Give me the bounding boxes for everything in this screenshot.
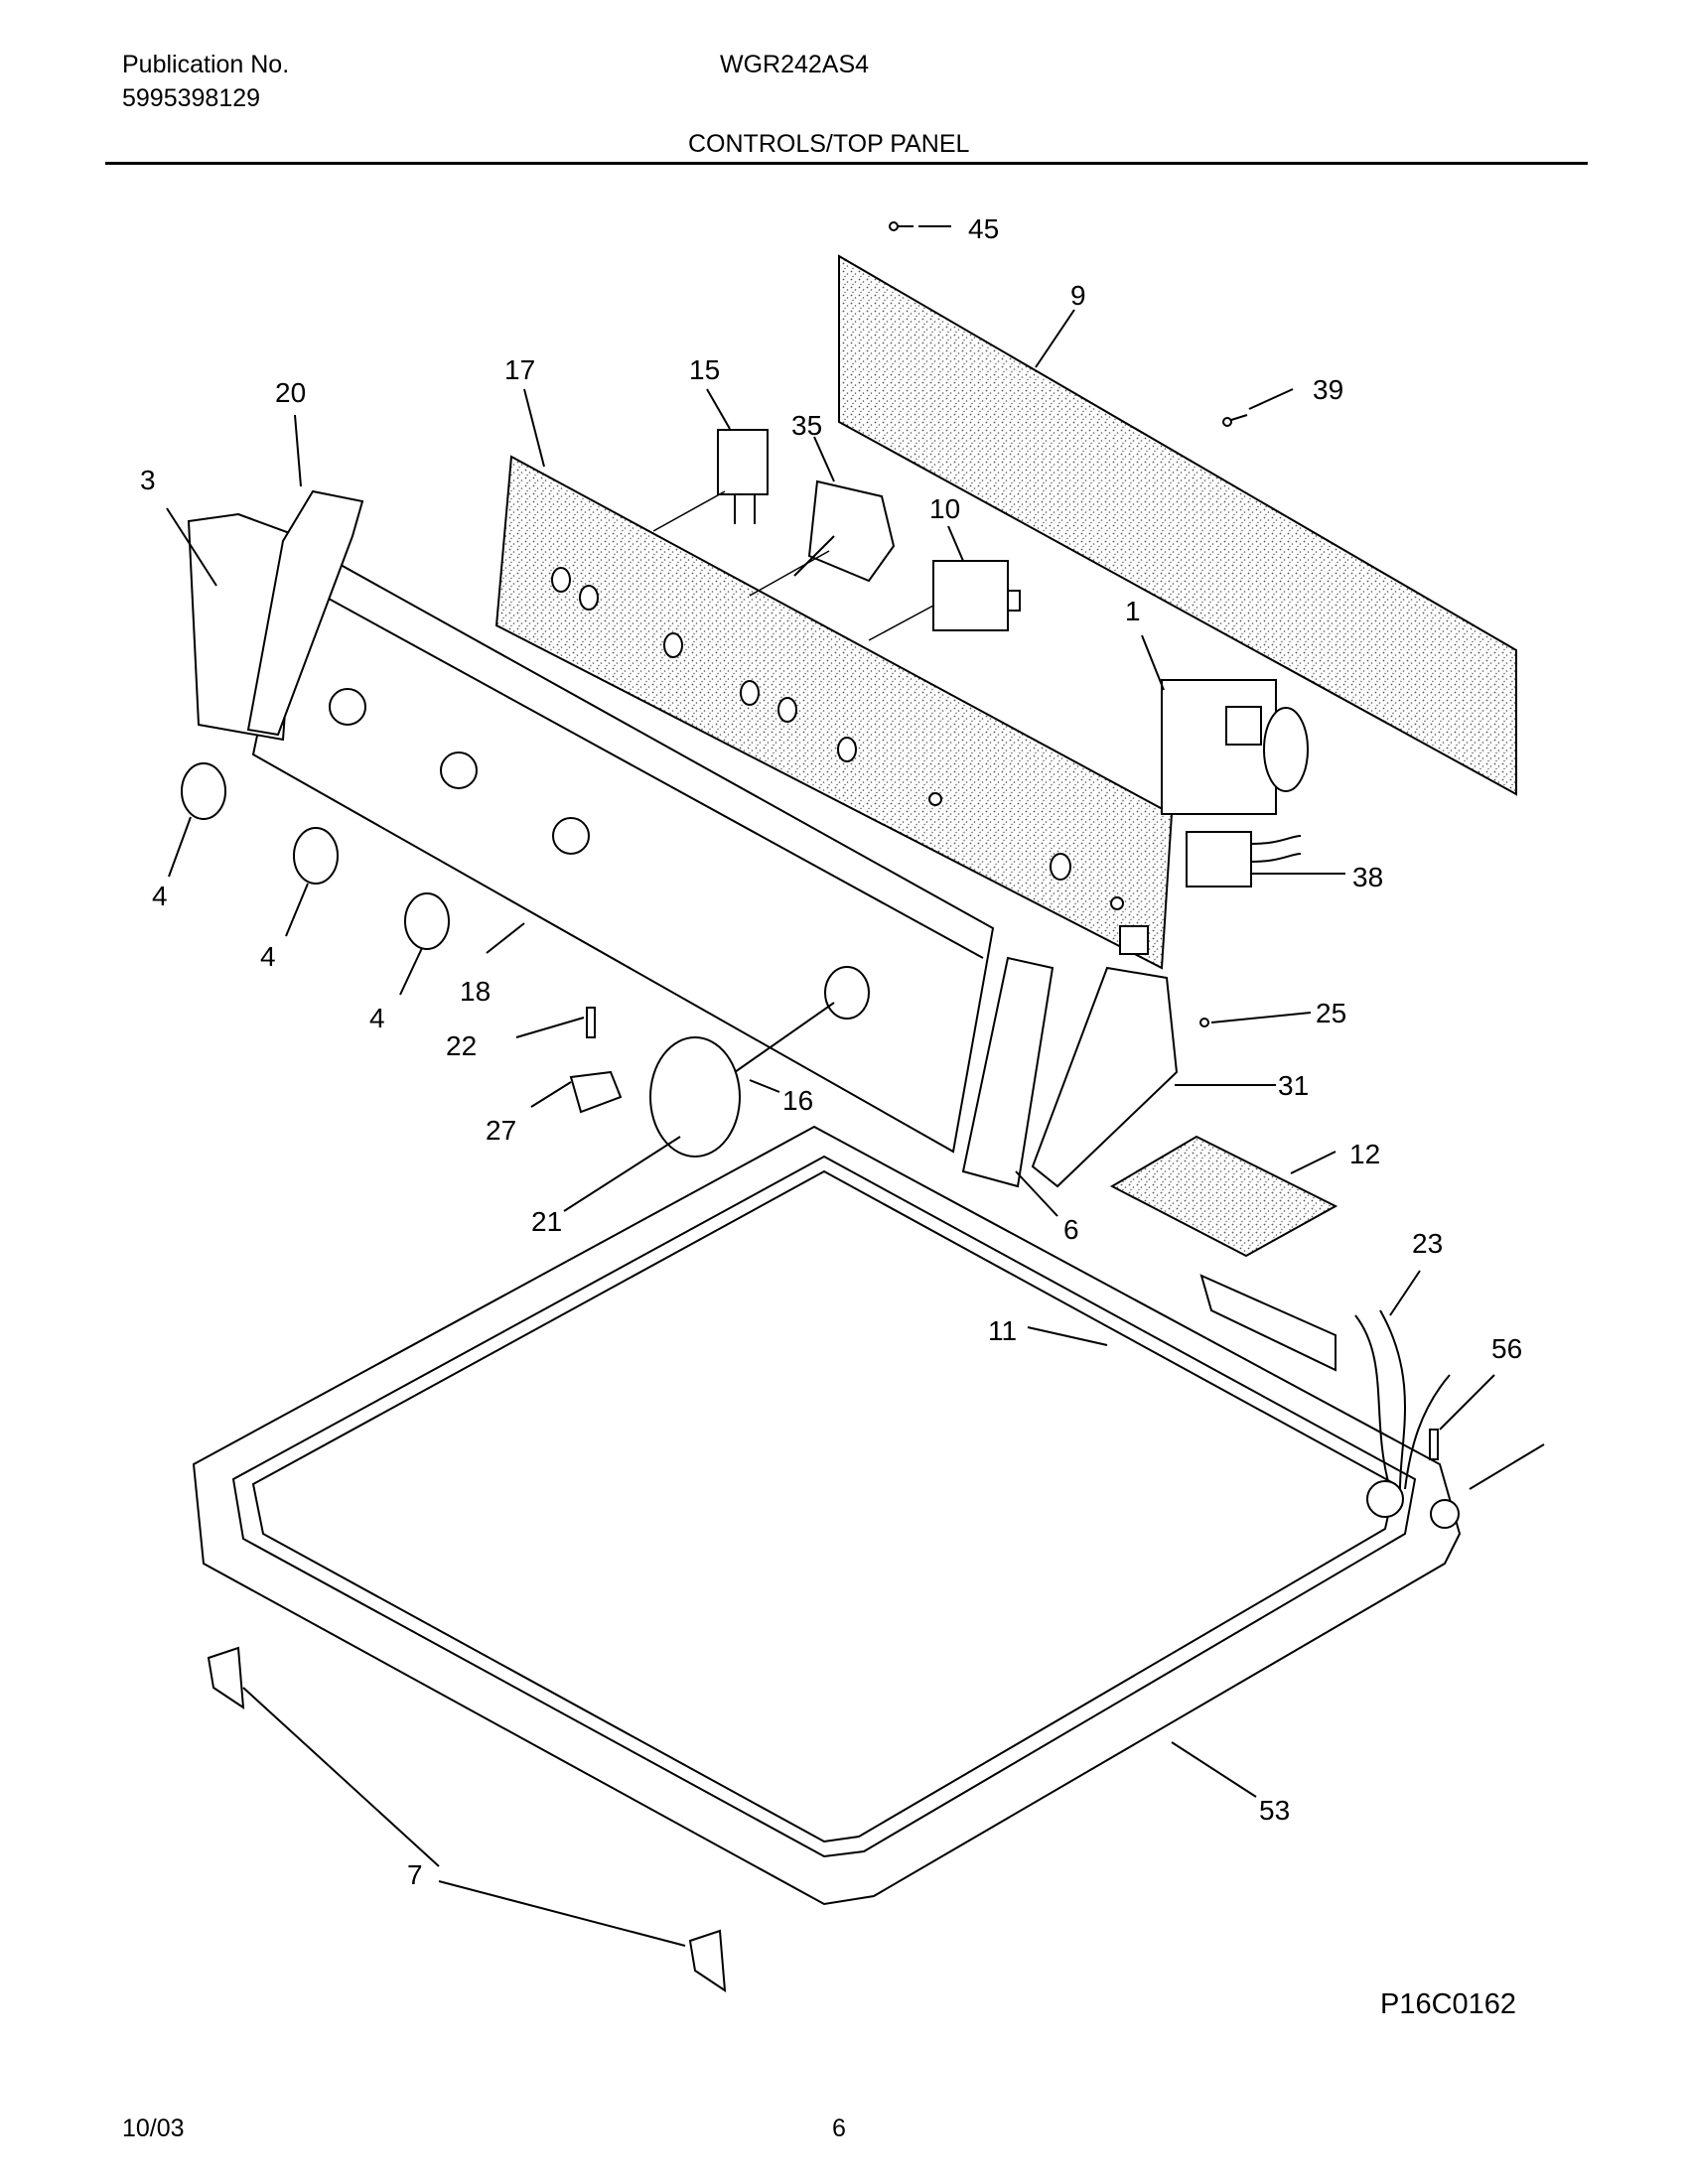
callout-27: 27 — [486, 1115, 516, 1146]
publication-number: 5995398129 — [122, 84, 261, 112]
callout-12: 12 — [1349, 1139, 1380, 1169]
callout-35: 35 — [791, 410, 822, 441]
callout-38: 38 — [1352, 862, 1383, 892]
model-number: WGR242AS4 — [720, 51, 870, 78]
callout-18: 18 — [460, 976, 491, 1007]
footer-date: 10/03 — [122, 2115, 185, 2142]
callout-4: 4 — [369, 1003, 385, 1033]
callout-1: 1 — [1125, 596, 1141, 626]
callout-56: 56 — [1491, 1333, 1522, 1364]
callout-45: 45 — [968, 213, 999, 244]
top-panel-part — [192, 1125, 1462, 1906]
page-number: 6 — [832, 2115, 846, 2142]
wire-harness-part — [1354, 1314, 1391, 1490]
figure-code: P16C0162 — [1380, 1988, 1517, 2020]
left-bracket-part — [246, 489, 364, 737]
callout-31: 31 — [1278, 1070, 1309, 1101]
callout-4: 4 — [152, 881, 168, 911]
callout-10: 10 — [929, 493, 960, 524]
callout-3: 3 — [140, 465, 156, 495]
callout-7: 7 — [407, 1859, 423, 1890]
callout-21: 21 — [531, 1206, 562, 1237]
section-title: CONTROLS/TOP PANEL — [688, 130, 970, 158]
callout-11: 11 — [988, 1315, 1017, 1346]
callout-6: 6 — [1063, 1214, 1079, 1245]
callout-20: 20 — [275, 377, 306, 408]
rear-panel-part — [838, 254, 1517, 796]
right-endcap-part — [961, 956, 1055, 1188]
header-rule — [105, 162, 1588, 165]
large-knob-part — [649, 1036, 741, 1158]
callout-23: 23 — [1412, 1228, 1443, 1259]
callout-53: 53 — [1259, 1795, 1290, 1826]
callout-17: 17 — [504, 354, 535, 385]
backplate-part — [494, 455, 1174, 970]
callout-25: 25 — [1316, 998, 1346, 1028]
right-bracket-part — [1031, 966, 1179, 1188]
timer-part — [1161, 679, 1277, 815]
callout-22: 22 — [446, 1030, 477, 1061]
callout-16: 16 — [782, 1085, 813, 1116]
callout-15: 15 — [689, 354, 720, 385]
callout-4: 4 — [260, 941, 276, 972]
callout-39: 39 — [1313, 374, 1343, 405]
control-board-part — [1109, 1135, 1338, 1258]
callout-9: 9 — [1070, 280, 1086, 311]
publication-label: Publication No. — [122, 51, 290, 78]
